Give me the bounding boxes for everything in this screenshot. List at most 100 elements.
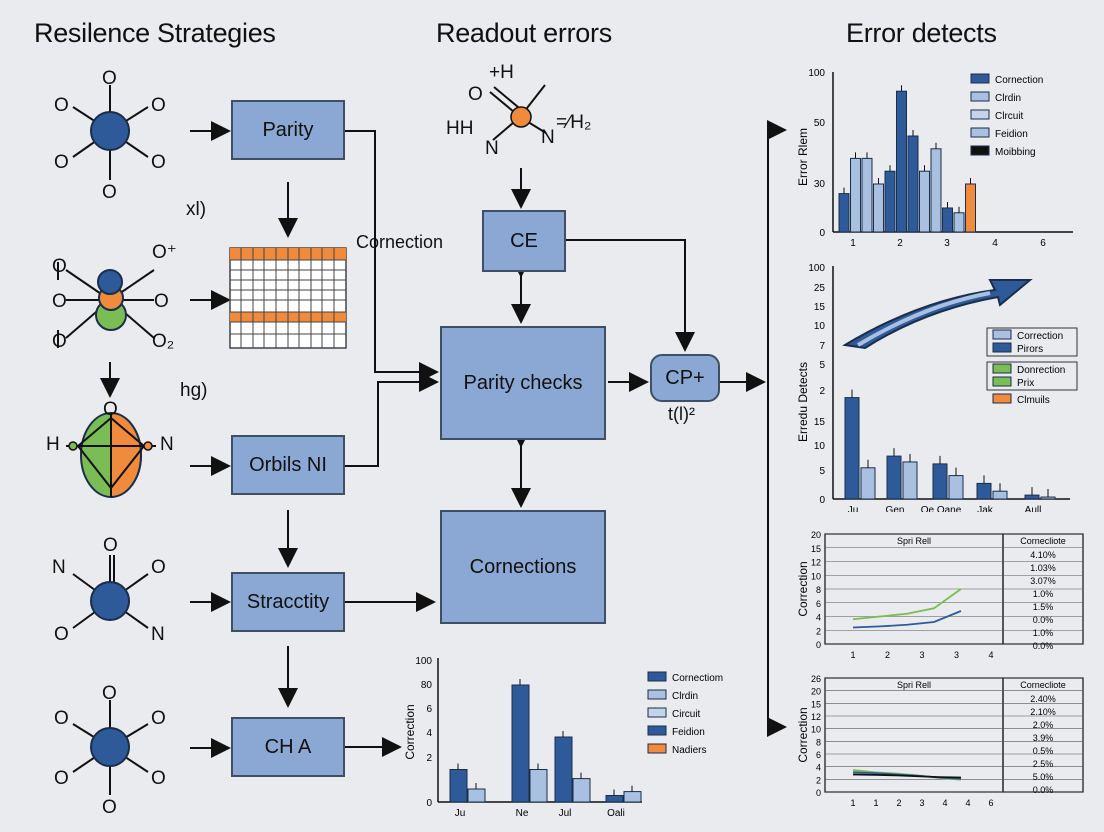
bar <box>838 193 850 233</box>
legend-label: Pirors <box>1017 344 1043 355</box>
bar <box>1024 494 1040 500</box>
y-tick-label: 26 <box>811 674 821 684</box>
x-tick-label: 1 <box>850 650 855 660</box>
title-error-detects: Error detects <box>846 18 997 48</box>
atom-label: O <box>151 708 166 729</box>
legend-label: Clrdin <box>995 93 1021 104</box>
bar <box>529 769 548 803</box>
x-tick-label: 3 <box>919 650 924 660</box>
atom-label: O <box>151 768 166 789</box>
bar <box>554 736 573 803</box>
y-tick-label: 5 <box>819 466 825 477</box>
atom-label: O <box>468 84 483 105</box>
legend-swatch <box>992 363 1012 374</box>
atom-label: O <box>54 95 69 116</box>
y-tick-label: 2 <box>819 386 825 397</box>
chart-title: Spri Rell <box>897 680 931 690</box>
legend-swatch <box>992 342 1012 353</box>
legend-label: Clmuils <box>1017 395 1050 406</box>
x-tick-label: Oali <box>607 808 625 819</box>
legend-swatch <box>970 73 990 84</box>
x-tick-label: Ju <box>848 505 859 512</box>
y-tick-label: 80 <box>421 680 433 691</box>
atom-label: N <box>151 624 165 645</box>
box-cha: CH A <box>231 717 345 777</box>
legend-swatch <box>647 689 667 700</box>
y-tick-label: 20 <box>811 687 821 697</box>
table-cell: 2.40% <box>1030 694 1056 704</box>
y-tick-label: 12 <box>811 558 821 568</box>
axis-label: Erredu Detects <box>796 362 810 442</box>
y-tick-label: 10 <box>811 725 821 735</box>
atom-label: O <box>102 182 117 203</box>
bar <box>572 778 591 803</box>
legend-label: Cornectiom <box>672 673 723 684</box>
atom-label: O <box>151 152 166 173</box>
legend-box <box>986 327 1078 357</box>
table-cell: 1.03% <box>1030 563 1056 573</box>
y-tick-label: 25 <box>814 283 826 294</box>
y-tick-label: 15 <box>814 302 826 313</box>
legend-box <box>986 361 1078 391</box>
y-tick-label: 0 <box>816 788 821 798</box>
table-cell: 5.0% <box>1033 772 1054 782</box>
y-tick-label: 100 <box>808 263 825 274</box>
y-tick-label: 6 <box>426 704 432 715</box>
y-tick-label: 4 <box>816 613 821 623</box>
y-tick-label: 2 <box>816 626 821 636</box>
legend-label: Circuit <box>672 709 701 720</box>
x-tick-label: Jak <box>977 505 994 512</box>
y-tick-label: 10 <box>814 441 826 452</box>
bar <box>449 769 468 803</box>
legend-label: Feidion <box>995 129 1028 140</box>
y-tick-label: 6 <box>816 750 821 760</box>
atom-label: O <box>54 624 69 645</box>
molecule-2 <box>57 262 155 348</box>
bar <box>907 135 919 233</box>
bar <box>930 148 942 233</box>
bar <box>623 791 642 803</box>
atom-label: O <box>103 399 118 420</box>
atom-label: O <box>102 68 117 89</box>
table-cell: 3.9% <box>1033 733 1054 743</box>
y-tick-label: 2 <box>816 775 821 785</box>
molecule-3 <box>66 411 156 499</box>
legend-swatch <box>992 329 1012 340</box>
bar <box>953 212 965 233</box>
table-cell: 1.5% <box>1033 602 1054 612</box>
table-cell: 2.5% <box>1033 759 1054 769</box>
y-tick-label: 6 <box>816 599 821 609</box>
x-tick-label: Oe Oane <box>921 505 962 512</box>
bar <box>873 183 884 233</box>
atom-label: O <box>52 331 67 352</box>
table-cell: 0.0% <box>1033 641 1054 651</box>
legend-swatch <box>647 743 667 754</box>
x-tick-label: Ne <box>516 808 529 819</box>
x-tick-label: Gen <box>886 505 905 512</box>
y-tick-label: 4 <box>426 728 432 739</box>
y-tick-label: 0 <box>426 798 432 809</box>
legend-label: Correction <box>1017 331 1063 342</box>
y-tick-label: 100 <box>808 68 825 79</box>
y-tick-label: 8 <box>816 585 821 595</box>
x-tick-label: 2 <box>896 798 901 808</box>
legend-swatch <box>970 109 990 120</box>
axis-label: Correction <box>796 561 810 616</box>
x-tick-label: 3 <box>919 798 924 808</box>
legend-swatch <box>970 145 990 156</box>
y-tick-label: 15 <box>811 544 821 554</box>
y-tick-label: 5 <box>819 360 825 371</box>
legend-swatch <box>970 127 990 138</box>
table-cell: 2.10% <box>1030 707 1056 717</box>
atom-label: O <box>151 95 166 116</box>
y-tick-label: 0 <box>816 640 821 650</box>
atom-label: O <box>54 708 69 729</box>
box-parity-checks: Parity checks <box>440 326 606 440</box>
molecule-4 <box>72 555 149 629</box>
axis-label: Correction <box>796 707 810 762</box>
atom-label: O <box>52 291 67 312</box>
atom-label: N <box>160 434 174 455</box>
legend-label: Feidion <box>672 727 705 738</box>
